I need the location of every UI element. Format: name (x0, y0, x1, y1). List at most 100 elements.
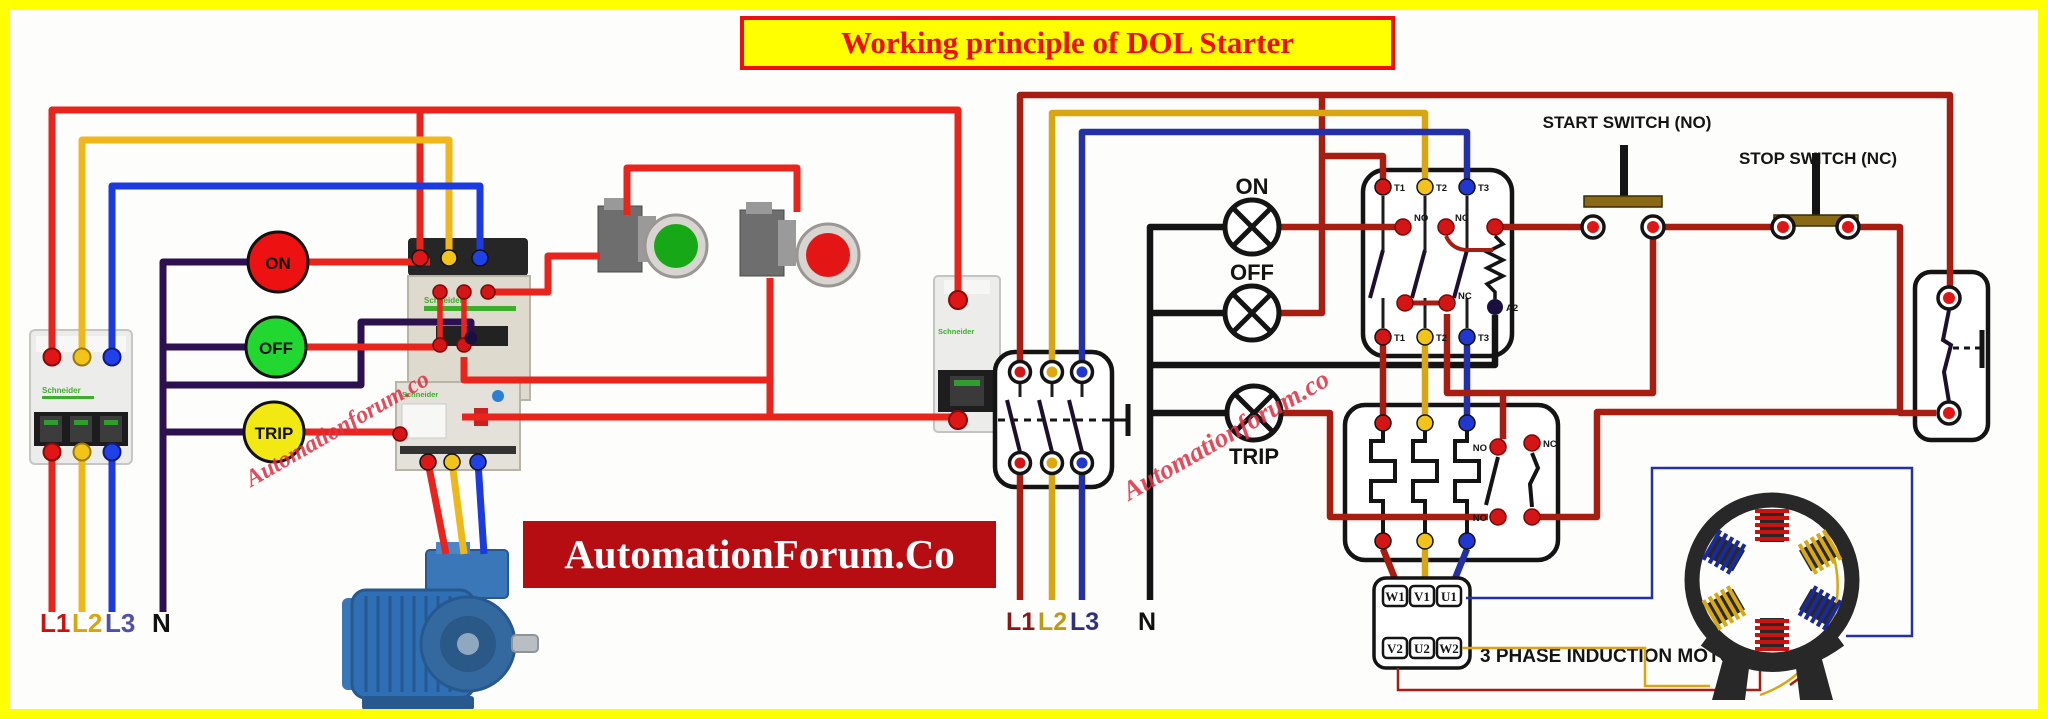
contactor-terminals: T1 T2 T3 T1 T2 T3 NO NC NC A2 (1374, 178, 1518, 346)
schneider-logo-text: Schneider (402, 390, 438, 399)
left-buttons: ON OFF TRIP (242, 230, 310, 464)
schneider-logo-text: Schneider (938, 327, 974, 336)
stator-drawing (1684, 492, 1860, 700)
right-phase-labels: L1 L2 L3 N (1006, 608, 1156, 636)
brand-banner: AutomationForum.Co (523, 521, 996, 588)
right-neutral-wires (1146, 223, 1499, 600)
wire-n-to-a2 (1150, 315, 1499, 369)
motor-lead-blue (474, 461, 488, 555)
off-button-label: OFF (259, 339, 293, 358)
trip-lamp-label: TRIP (1229, 444, 1279, 469)
nc-label: NC (1455, 213, 1469, 224)
a2-label: A2 (1506, 303, 1518, 314)
t3-label-bottom: T3 (1478, 333, 1489, 344)
link-yellow (1462, 646, 1710, 688)
right-control-wires (1279, 223, 1936, 521)
motor-label: 3 PHASE INDUCTION MOTOR (1480, 646, 1748, 667)
wire-nc-return (1532, 408, 1900, 521)
wire-n-bus-right (1146, 223, 1225, 600)
terminal-v2: V2 (1387, 641, 1403, 656)
overload-no-label: NO (1473, 443, 1487, 454)
motor-lead-yellow (448, 461, 468, 555)
coil-symbol (1483, 234, 1507, 299)
stop-pushbutton-photo (739, 202, 861, 288)
start-pushbutton-photo (597, 198, 709, 279)
coil-yellow (1701, 529, 1843, 631)
wire-nc-jog (1444, 235, 1493, 252)
on-button-label: ON (265, 254, 291, 273)
overload-no-contact (1484, 456, 1500, 506)
left-diagram: Schneider Schneider Schneider (29, 106, 1001, 710)
left-control-wires (302, 164, 958, 436)
left-phase-labels: L1 L2 L3 N (40, 608, 171, 638)
terminal-w1: W1 (1385, 589, 1405, 604)
wire-t2-feed (1048, 109, 1429, 368)
motor-lead-red (424, 461, 450, 555)
wire-stop-to-mcb (1859, 223, 1936, 417)
trip-button (242, 400, 306, 464)
coil-red (1755, 509, 1789, 651)
terminal-w2: W2 (1439, 641, 1459, 656)
on-button (246, 230, 310, 294)
wire-aux-lower-link (460, 357, 770, 384)
no-label: NO (1414, 213, 1428, 224)
right-phase-wires (1016, 91, 1954, 600)
wire-l3-blue (108, 182, 484, 357)
left-phase-wires (48, 106, 962, 612)
wire-trip-lamp (1281, 409, 1488, 521)
label-l1-right: L1 (1006, 608, 1035, 636)
left-neutral-wires (159, 258, 475, 612)
a2-terminal (1487, 299, 1503, 315)
off-button (244, 315, 308, 379)
red-button-cap (806, 233, 850, 277)
motor-photo (342, 542, 539, 710)
t2-label-bottom: T2 (1436, 333, 1447, 344)
coil-a2-dot (464, 331, 478, 345)
terminal-v1: V1 (1414, 589, 1430, 604)
nc-label-2: NC (1458, 291, 1472, 302)
on-lamp-label: ON (1236, 174, 1269, 199)
wire-aux-to-start-button (488, 252, 600, 296)
t3-label: T3 (1478, 183, 1489, 194)
contactor-symbol (1360, 167, 1515, 359)
start-switch-label: START SWITCH (NO) (1543, 113, 1712, 132)
label-l2-right: L2 (1038, 608, 1067, 636)
coil-blue (1701, 529, 1843, 631)
terminal-u2: U2 (1414, 641, 1430, 656)
wire-l2-yellow (78, 136, 453, 357)
left-terminal-dots (42, 249, 968, 471)
indicator-lamps: ON OFF TRIP (1222, 174, 1284, 469)
right-diagram: ON OFF TRIP START SWITCH (NO) STOP SWITC… (992, 91, 1991, 700)
start-switch: START SWITCH (NO) (1543, 113, 1712, 208)
ring-terminals (1007, 214, 1962, 476)
wire-aux-loops (437, 292, 467, 345)
stop-switch: STOP SWITCH (NC) (1739, 149, 1897, 227)
wire-n-coil-a2 (163, 318, 475, 389)
wire-holding-circuit (1443, 238, 1657, 397)
motor-terminal-box: W1 V1 U1 V2 U2 W2 3 PHASE INDUCTION MOTO… (1372, 576, 1748, 670)
label-l3-right: L3 (1070, 608, 1099, 636)
stop-switch-label: STOP SWITCH (NC) (1739, 149, 1897, 168)
schneider-logo-text: Schneider (42, 386, 81, 395)
overload-nc-contact (1527, 452, 1541, 508)
t1-label-bottom: T1 (1394, 333, 1406, 344)
wire-l1-red (48, 106, 962, 357)
terminal-u1: U1 (1441, 589, 1457, 604)
schneider-logo-text: Schneider (424, 296, 463, 305)
wire-n-bus (159, 258, 248, 612)
link-red (1396, 662, 1762, 692)
off-lamp-label: OFF (1230, 260, 1274, 285)
link-blue (1466, 466, 1914, 638)
label-l2: L2 (72, 608, 102, 638)
wire-r1-main (1016, 91, 1954, 368)
page-title: Working principle of DOL Starter (740, 16, 1395, 70)
label-l1: L1 (40, 608, 70, 638)
overload-nc-label: NC (1543, 439, 1557, 450)
t1-label: T1 (1394, 183, 1406, 194)
motor-leads (424, 461, 488, 555)
overload-relay-photo: Schneider (395, 381, 521, 471)
motor-shaft (511, 634, 539, 653)
wire-t3-feed (1078, 128, 1471, 368)
